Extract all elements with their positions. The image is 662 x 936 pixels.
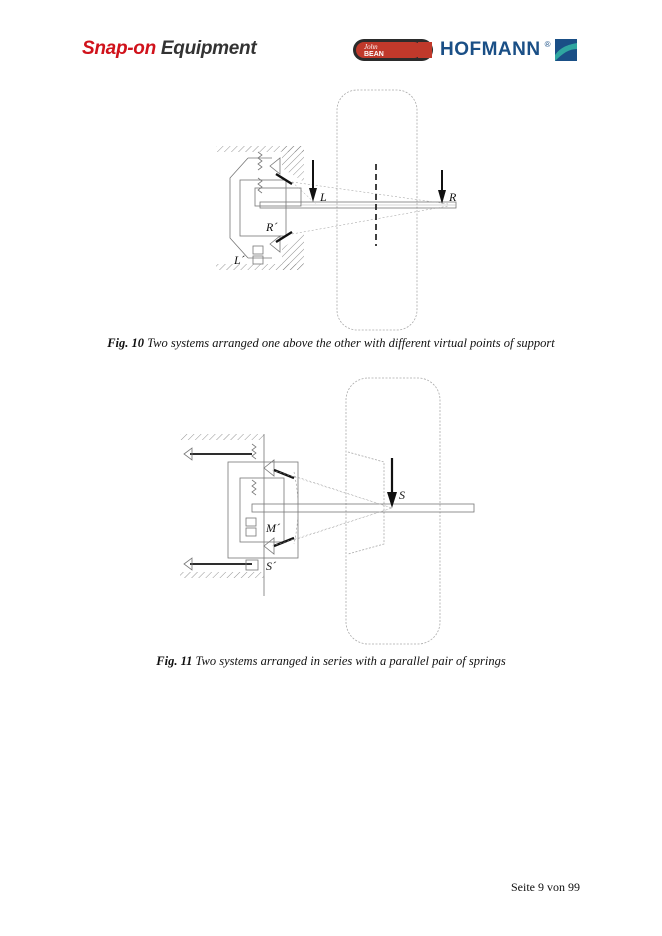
snapon-equipment-logo: Snap-on Equipment — [82, 38, 257, 60]
label-L-prime: L´ — [233, 253, 246, 267]
badge-line1: John — [364, 43, 378, 51]
figure-11-caption: Fig. 11 Two systems arranged in series w… — [0, 654, 662, 669]
figure-11-diagram: S M´ S´ — [176, 374, 486, 646]
snapon-wordmark: Snap-on — [82, 38, 156, 59]
page-number: Seite 9 von 99 — [511, 880, 580, 894]
figure-11-caption-text: Two systems arranged in series with a pa… — [192, 654, 506, 668]
label-R-prime: R´ — [265, 220, 278, 234]
figure-10-caption-text: Two systems arranged one above the other… — [144, 336, 555, 350]
hofmann-logo: HOFMANN ® — [440, 38, 577, 62]
label-M-prime: M´ — [265, 521, 281, 535]
label-S: S — [399, 488, 405, 502]
label-S-prime: S´ — [266, 559, 277, 573]
figure-10-diagram: L R R´ L´ — [200, 84, 480, 334]
label-L: L — [319, 190, 327, 204]
figure-10-caption: Fig. 10 Two systems arranged one above t… — [0, 336, 662, 351]
john-bean-logo: John BEAN — [352, 38, 434, 62]
badge-line2: BEAN — [364, 51, 384, 58]
hofmann-emblem-icon — [554, 39, 577, 61]
label-R: R — [448, 190, 457, 204]
registered-mark: ® — [544, 40, 551, 49]
figure-11-number: Fig. 11 — [156, 654, 193, 668]
figure-10-number: Fig. 10 — [107, 336, 145, 350]
hofmann-wordmark: HOFMANN — [440, 39, 541, 60]
equipment-wordmark: Equipment — [155, 38, 257, 59]
